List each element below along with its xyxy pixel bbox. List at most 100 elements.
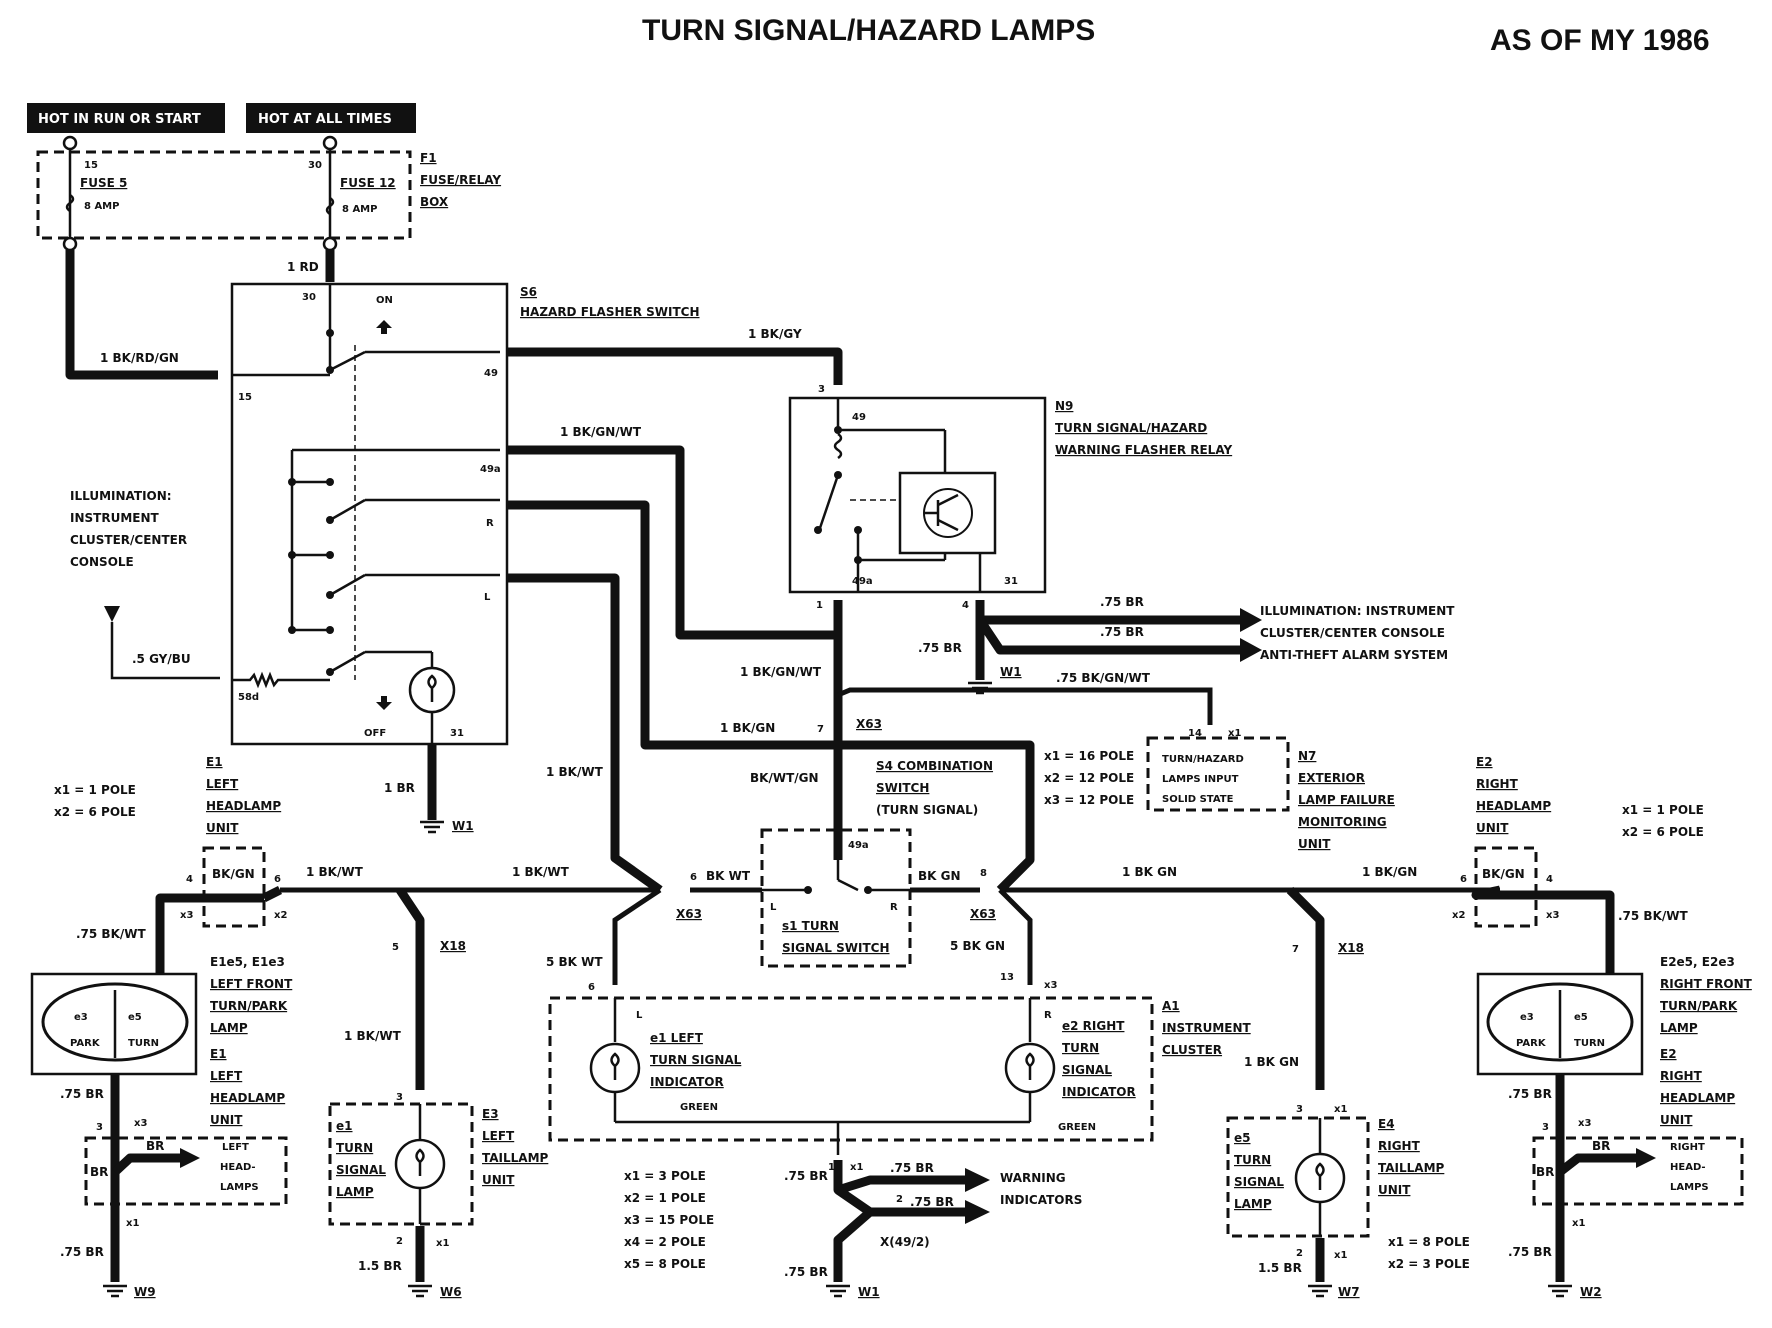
cluster-right-line4: INDICATOR bbox=[1062, 1085, 1136, 1099]
s6-term-58d: 58d bbox=[238, 692, 259, 703]
x63-pole-2: x2 = 12 POLE bbox=[1044, 771, 1134, 785]
wire-label-75br-ll2: .75 BR bbox=[60, 1245, 104, 1259]
wire-label-c3: .75 BR bbox=[910, 1195, 954, 1209]
e4-name1: RIGHT bbox=[1378, 1139, 1421, 1153]
s6-id: S6 bbox=[520, 285, 537, 299]
e4-name3: UNIT bbox=[1378, 1183, 1411, 1197]
cluster-pole-note: x1 = 3 POLE x2 = 1 POLE x3 = 15 POLE x4 … bbox=[624, 1169, 714, 1271]
e3-name3: UNIT bbox=[482, 1173, 515, 1187]
e3-lamp-line2: TURN bbox=[336, 1141, 373, 1155]
left-x3: x3 bbox=[180, 910, 193, 921]
fuse-term-30: 30 bbox=[308, 160, 322, 171]
illumination-right-note: ILLUMINATION: INSTRUMENT CLUSTER/CENTER … bbox=[1260, 604, 1455, 662]
wire-to-cluster-l bbox=[612, 887, 662, 985]
s6-term-l: L bbox=[484, 592, 491, 603]
left-pole-1: x1 = 1 POLE bbox=[54, 783, 136, 797]
relay-term-49a: 49a bbox=[852, 576, 873, 587]
s4-name2: SWITCH bbox=[876, 781, 929, 795]
wire-label-5bkgn: 5 BK GN bbox=[950, 939, 1005, 953]
wire-right-headlamps bbox=[1557, 1153, 1636, 1176]
cluster-left-line2: TURN SIGNAL bbox=[650, 1053, 742, 1067]
e4-lamp-line1: e5 bbox=[1234, 1131, 1251, 1145]
left-front-id: E1e5, E1e3 bbox=[210, 955, 285, 969]
ground-w2-icon bbox=[1548, 1284, 1572, 1298]
right-e2b-name1: RIGHT bbox=[1660, 1069, 1703, 1083]
wire-label-75br-3: .75 BR bbox=[918, 641, 962, 655]
wire-warning-1 bbox=[833, 1160, 965, 1195]
wire-label-bkrdgn: 1 BK/RD/GN bbox=[100, 351, 179, 365]
right-gnd-pin-3: 3 bbox=[1542, 1122, 1549, 1133]
right-e2b-name2: HEADLAMP bbox=[1660, 1091, 1735, 1105]
left-pin-4: 4 bbox=[186, 874, 193, 885]
right-front-name3: LAMP bbox=[1660, 1021, 1698, 1035]
e3-lamp-line4: LAMP bbox=[336, 1185, 374, 1199]
right-front-lamp-label: E2e5, E2e3 RIGHT FRONT TURN/PARK LAMP E2… bbox=[1660, 955, 1753, 1127]
ground-w9-label: W9 bbox=[134, 1285, 156, 1299]
x18-right-label: X18 bbox=[1338, 941, 1364, 955]
right-front-turn-park-lamp: e3 e5 PARK TURN bbox=[1476, 972, 1644, 1076]
flasher-relay: N9 TURN SIGNAL/HAZARD WARNING FLASHER RE… bbox=[788, 384, 1232, 611]
s6-on-label: ON bbox=[376, 295, 393, 306]
power-header-run-start: HOT IN RUN OR START bbox=[27, 103, 225, 133]
wire-label-1bkgn-r: 1 BK GN bbox=[1122, 865, 1177, 879]
cluster-pole-3: x3 = 15 POLE bbox=[624, 1213, 714, 1227]
illum-left-line2: INSTRUMENT bbox=[70, 511, 160, 525]
illum-right-line1: ILLUMINATION: INSTRUMENT bbox=[1260, 604, 1455, 618]
wire-bk-gy bbox=[508, 347, 843, 385]
right-pole-2: x2 = 6 POLE bbox=[1622, 825, 1704, 839]
wire-label-1bkgn-r2: 1 BK/GN bbox=[1362, 865, 1417, 879]
left-lamp-park: PARK bbox=[70, 1038, 101, 1049]
e4-x1b: x1 bbox=[1334, 1250, 1347, 1261]
cluster-id: A1 bbox=[1162, 999, 1180, 1013]
e4-lamp-line4: LAMP bbox=[1234, 1197, 1272, 1211]
wire-label-75br-1: .75 BR bbox=[1100, 595, 1144, 609]
right-headlamps-box bbox=[1532, 1136, 1744, 1206]
x63-pole-1: x1 = 16 POLE bbox=[1044, 749, 1134, 763]
wire-label-15br-l: 1.5 BR bbox=[358, 1259, 402, 1273]
relay-pin-1: 1 bbox=[816, 600, 823, 611]
relay-id: N9 bbox=[1055, 399, 1073, 413]
x63-label-top: X63 bbox=[856, 717, 882, 731]
n7-line4: UNIT bbox=[1298, 837, 1331, 851]
wire-label-c4: .75 BR bbox=[784, 1265, 828, 1279]
wire-bk-gn-r2 bbox=[838, 740, 1035, 894]
wire-x18-left bbox=[396, 887, 425, 1090]
cluster-x3: x3 bbox=[1044, 980, 1057, 991]
power-label-run-start: HOT IN RUN OR START bbox=[38, 112, 201, 127]
right-head-line1: RIGHT bbox=[1670, 1142, 1705, 1153]
combination-switch: S4 COMBINATION SWITCH (TURN SIGNAL) 49a … bbox=[760, 759, 993, 968]
right-gnd-x1: x1 bbox=[1572, 1218, 1585, 1229]
cluster-pole-1: x1 = 3 POLE bbox=[624, 1169, 706, 1183]
right-lamp-park: PARK bbox=[1516, 1038, 1547, 1049]
left-headlamps-box bbox=[84, 1136, 288, 1206]
wire-label-5bkwt: 5 BK WT bbox=[546, 955, 603, 969]
right-lamp-e3: e3 bbox=[1520, 1012, 1534, 1023]
wire-left-to-front bbox=[155, 893, 204, 975]
cluster-left-line1: e1 LEFT bbox=[650, 1031, 704, 1045]
right-lamp-turn: TURN bbox=[1574, 1038, 1605, 1049]
right-e2-id: E2 bbox=[1476, 755, 1493, 769]
wire-label-bkgn: 1 BK/GN bbox=[720, 721, 775, 735]
left-front-name3: LAMP bbox=[210, 1021, 248, 1035]
n7-box-line2: LAMPS INPUT bbox=[1162, 774, 1239, 785]
model-year-label: AS OF MY 1986 bbox=[1490, 24, 1710, 57]
ground-w6-icon bbox=[408, 1284, 432, 1298]
right-connector-box bbox=[1474, 846, 1538, 928]
cluster-right-line3: SIGNAL bbox=[1062, 1063, 1112, 1077]
wire-label-1br: 1 BR bbox=[384, 781, 415, 795]
right-headlamp-unit-label: E2 RIGHT HEADLAMP UNIT bbox=[1476, 755, 1551, 835]
left-x2: x2 bbox=[274, 910, 287, 921]
e3-pin-3: 3 bbox=[396, 1092, 403, 1103]
fuse-term-15: 15 bbox=[84, 160, 98, 171]
wire-label-bkwt-s: BK WT bbox=[706, 869, 751, 883]
ground-w7-icon bbox=[1308, 1284, 1332, 1298]
cluster-gnd-pin-1: 1 bbox=[828, 1162, 835, 1173]
wire-label-15br-r: 1.5 BR bbox=[1258, 1261, 1302, 1275]
right-front-id: E2e5, E2e3 bbox=[1660, 955, 1735, 969]
instrument-cluster: A1 INSTRUMENT CLUSTER 6 13 x3 L R e1 LEF… bbox=[548, 972, 1252, 1155]
n7-id: N7 bbox=[1298, 749, 1316, 763]
wire-label-75br-rr2: .75 BR bbox=[1508, 1245, 1552, 1259]
e3-lamp-line1: e1 bbox=[336, 1119, 353, 1133]
wire-label-75br-ll: .75 BR bbox=[60, 1087, 104, 1101]
left-front-lamp-label: E1e5, E1e3 LEFT FRONT TURN/PARK LAMP E1 … bbox=[210, 955, 293, 1127]
